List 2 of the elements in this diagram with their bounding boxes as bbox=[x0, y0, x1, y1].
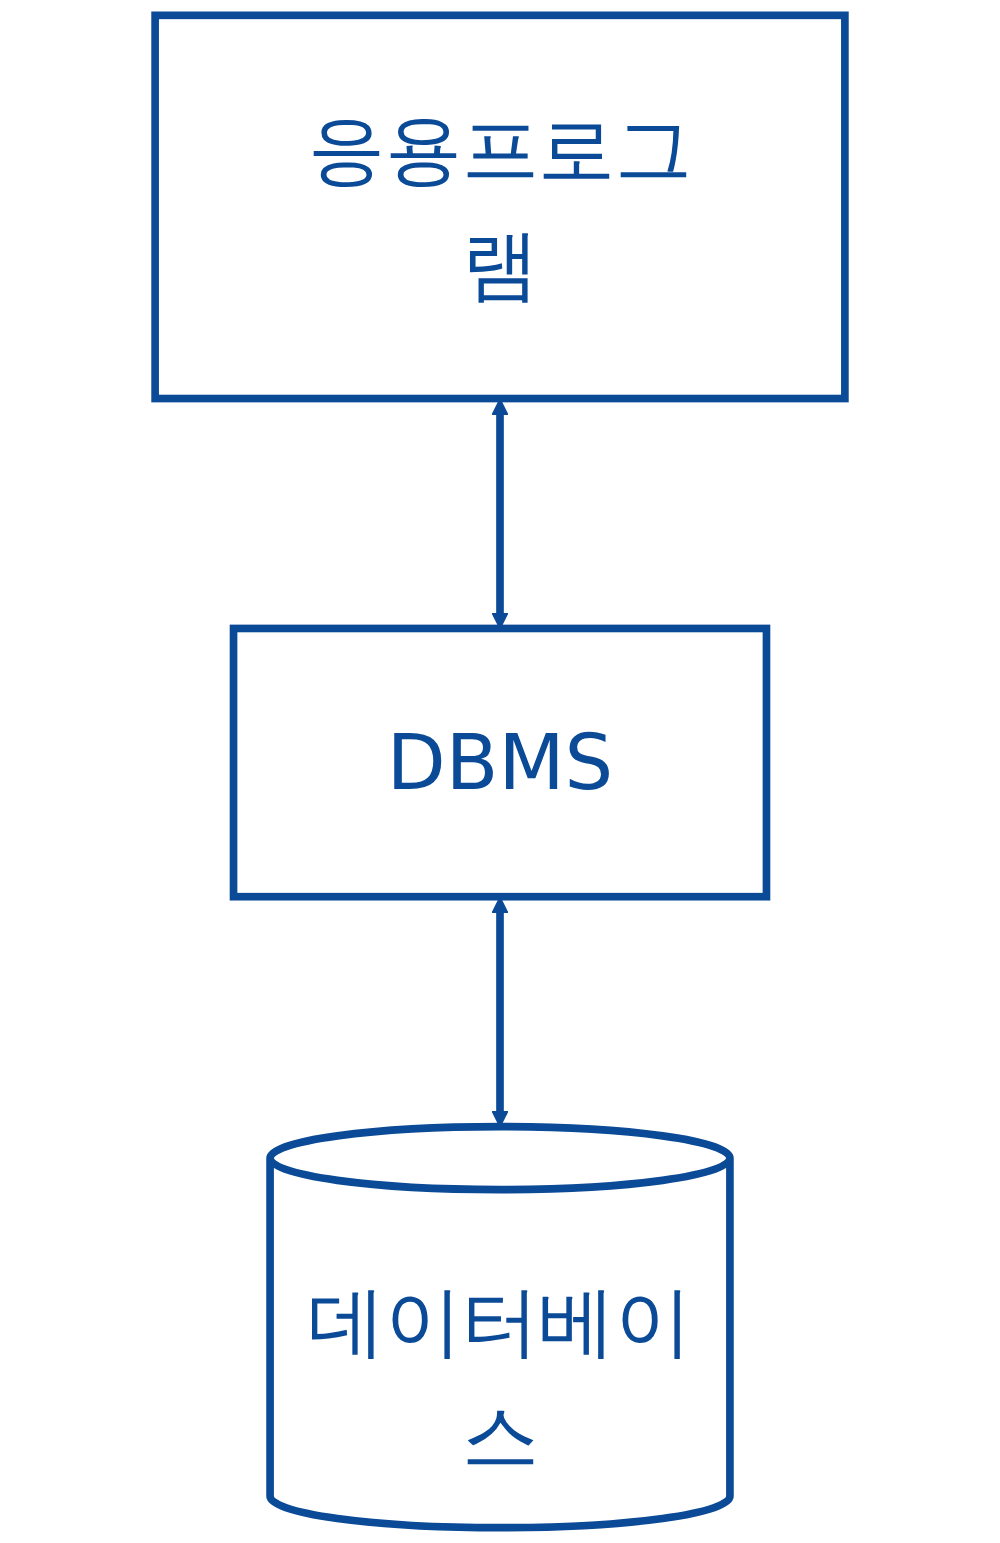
node-box: DBMS bbox=[229, 624, 771, 901]
node-box: 응용프로그램 bbox=[151, 11, 849, 403]
